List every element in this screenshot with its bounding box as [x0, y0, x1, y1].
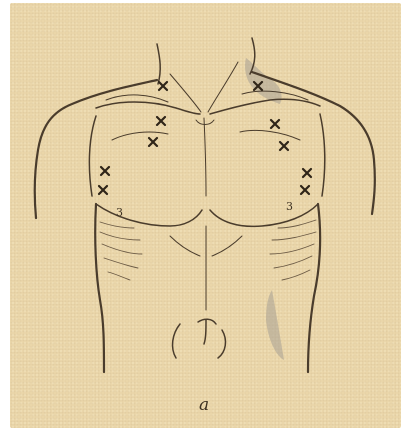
lower-abdomen-left [173, 324, 180, 358]
figure-caption: a [199, 395, 209, 415]
marker-cross [280, 142, 288, 150]
shoulder-left-outline [35, 80, 157, 218]
neck-left-line [157, 44, 160, 84]
navel [198, 319, 216, 344]
lower-abdomen-right [218, 330, 225, 358]
clavicle-shade-left [106, 95, 168, 102]
marker-cross [99, 186, 107, 194]
marker-cross [157, 117, 165, 125]
label-left-side: 3 [286, 200, 293, 213]
marker-cross [149, 138, 157, 146]
arm-left-inner [89, 116, 96, 196]
clavicle-right [210, 99, 320, 114]
pectoral-right-contour [210, 204, 318, 226]
marker-cross [101, 167, 109, 175]
pectoral-left-detail [112, 132, 168, 140]
abdomen-detail-left [170, 236, 200, 256]
torso-left-side [95, 204, 104, 372]
rib-hatching-left [100, 222, 142, 280]
rib-hatching-right [270, 220, 316, 280]
marker-cross [303, 169, 311, 177]
neck-muscle-left [170, 74, 201, 112]
marker-cross [159, 82, 167, 90]
neck-muscle-right [208, 62, 238, 112]
abdomen-shading [266, 290, 284, 360]
pectoral-right-detail [240, 130, 300, 140]
arm-right-inner [320, 114, 325, 196]
sternum-line [204, 118, 206, 196]
marker-cross [301, 186, 309, 194]
abdomen-detail-right [212, 236, 242, 256]
marker-cross [271, 120, 279, 128]
pectoral-left-contour [96, 204, 202, 226]
label-right-side: 3 [116, 206, 123, 219]
clavicle-left [96, 102, 200, 114]
torso-right-side [308, 204, 320, 372]
sternum-notch [196, 120, 214, 125]
